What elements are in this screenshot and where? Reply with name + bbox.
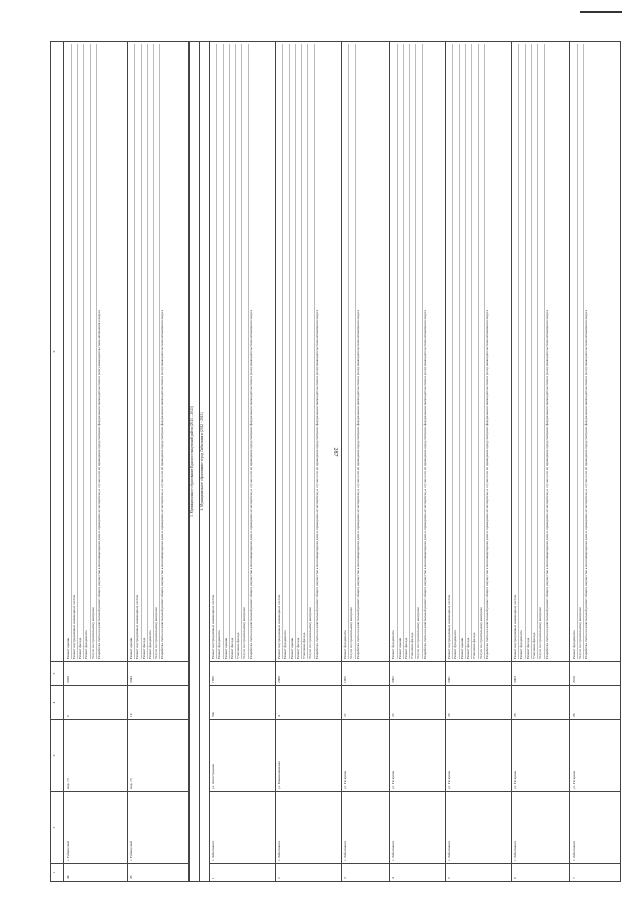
address-cell: ул. Бованенковская (275, 719, 341, 792)
settlement-cell: г. Лабытнанги (341, 791, 390, 864)
work-item: Разработка сметы на капитальный ремонт о… (248, 309, 253, 659)
house-number-cell: 6 (63, 685, 127, 720)
work-item: Разработка сметы на капитальный ремонт о… (484, 309, 489, 659)
settlement-cell: г. Лабытнанги (209, 791, 275, 864)
column-header: 4 (50, 685, 64, 720)
work-item: Разработка сметы на капитальный ремонт о… (96, 310, 101, 659)
section-title-row: 4. Муниципальное образование город Лабыт… (199, 41, 209, 882)
settlement-cell: г. Лабытнанги (275, 791, 341, 864)
work-item: Разработка сметы на капитальный ремонт о… (314, 309, 319, 659)
address-cell: ул. Гагарина (511, 719, 570, 792)
settlement-cell: г. Лабытнанги (569, 791, 621, 864)
settlement-cell: г. Лабытнанги (445, 791, 512, 864)
house-number-cell: 26 (445, 685, 512, 720)
year-cell: 1996 (209, 661, 275, 686)
section-title-row: 3. Муниципальное образование Красносельк… (189, 41, 199, 882)
column-header: 3 (50, 719, 64, 792)
settlement-cell: г. Губкинский (127, 791, 189, 864)
settlement-cell: г. Лабытнанги (389, 791, 446, 864)
row-number: 6 (511, 863, 570, 882)
column-header: 1 (50, 863, 64, 882)
row-number: 4 (389, 863, 446, 882)
section-divider (187, 42, 190, 882)
house-number-cell: 50а (209, 685, 275, 720)
row-number: 1 (209, 863, 275, 882)
work-item: Разработка сметы на капитальный ремонт о… (160, 309, 165, 659)
year-cell: 2002 (389, 661, 446, 686)
column-header: 2 (50, 791, 64, 864)
year-cell: 2010 (569, 661, 621, 686)
settlement-cell: г. Лабытнанги (511, 791, 570, 864)
work-item: Разработка сметы на капитальный ремонт о… (422, 309, 427, 659)
row-number: 3 (341, 863, 390, 882)
column-header: 5 (50, 661, 64, 686)
column-header: 6 (50, 41, 64, 662)
address-cell: ул. Автострадная (209, 719, 275, 792)
section-title: 3. Муниципальное образование Красносельк… (189, 41, 199, 882)
house-number-cell: 36 (569, 685, 621, 720)
house-number-cell: 28 (511, 685, 570, 720)
row-number: 44 (63, 863, 127, 882)
work-item: Разработка сметы на капитальный ремонт о… (584, 309, 589, 659)
year-cell: 2038 (63, 661, 127, 686)
year-cell: 2001 (445, 661, 512, 686)
row-number: 2 (275, 863, 341, 882)
row-number: 45 (127, 863, 189, 882)
house-number-cell: 22 (341, 685, 390, 720)
address-cell: ул. Гагарина (569, 719, 621, 792)
house-number-cell: 23 (389, 685, 446, 720)
house-number-cell: 14 (127, 685, 189, 720)
row-number: 5 (445, 863, 512, 882)
work-item: Разработка сметы на капитальный ремонт о… (355, 309, 360, 659)
address-cell: мкр. 15 (63, 719, 127, 792)
year-cell: 1965 (341, 661, 390, 686)
work-item: Разработка сметы на капитальный ремонт о… (544, 309, 549, 659)
year-cell: 2003 (511, 661, 570, 686)
address-cell: ул. Гагарина (341, 719, 390, 792)
settlement-cell: г. Губкинский (63, 791, 127, 864)
address-cell: ул. Гагарина (389, 719, 446, 792)
year-cell: 2008 (275, 661, 341, 686)
top-rule (580, 11, 622, 13)
address-cell: ул. Гагарина (445, 719, 512, 792)
section-title: 4. Муниципальное образование город Лабыт… (199, 41, 209, 882)
row-number: 7 (569, 863, 621, 882)
house-number-cell: 4 (275, 685, 341, 720)
year-cell: 2043 (127, 661, 189, 686)
address-cell: мкр. 15 (127, 719, 189, 792)
